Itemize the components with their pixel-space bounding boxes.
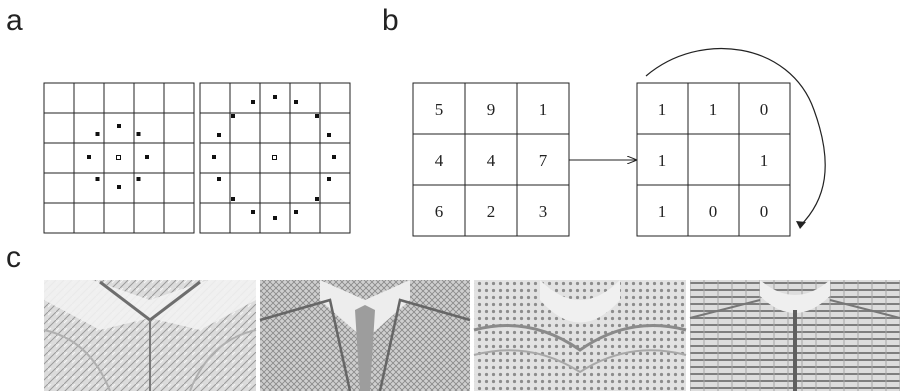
panel-b-binary-values: 1 1 0 1 1 1 0 0 <box>658 100 769 221</box>
neighbor-point <box>231 114 235 118</box>
panel-b-input-values: 5 9 1 4 4 7 6 2 3 <box>435 100 548 221</box>
panel-b-binary-grid <box>636 82 791 237</box>
binary-cell: 0 <box>709 202 718 221</box>
binary-cell: 1 <box>658 100 667 119</box>
panel-a-grid-radius-2 <box>199 82 351 234</box>
panel-a-grid-radius-1 <box>43 82 195 234</box>
neighbor-point <box>273 95 277 99</box>
neighbor-point <box>332 155 336 159</box>
neighbor-point <box>294 210 298 214</box>
neighbor-point <box>117 185 121 189</box>
neighbor-point <box>145 155 149 159</box>
neighbor-point <box>117 124 121 128</box>
texture-image-2 <box>259 280 471 391</box>
neighbor-point <box>217 177 221 181</box>
texture-image-1 <box>43 280 257 391</box>
panel-a-neighbor-points-radius-2 <box>212 95 336 220</box>
neighbor-point <box>315 197 319 201</box>
input-cell: 5 <box>435 100 444 119</box>
neighbor-point <box>273 216 277 220</box>
input-cell: 7 <box>539 151 548 170</box>
binary-cell: 1 <box>760 151 769 170</box>
neighbor-point <box>87 155 91 159</box>
input-cell: 4 <box>435 151 444 170</box>
neighbor-point <box>217 133 221 137</box>
center-pixel <box>116 155 121 160</box>
panel-a-neighbor-points-radius-1 <box>87 124 149 189</box>
neighbor-point <box>136 177 141 181</box>
neighbor-point <box>327 133 331 137</box>
neighbor-point <box>294 100 298 104</box>
texture-image-3 <box>473 280 687 391</box>
neighbor-point <box>95 177 100 181</box>
binary-cell: 0 <box>760 100 769 119</box>
panel-label-b: b <box>382 4 399 37</box>
texture-image-4 <box>689 280 900 391</box>
input-cell: 9 <box>487 100 496 119</box>
binary-cell: 0 <box>760 202 769 221</box>
input-cell: 4 <box>487 151 496 170</box>
neighbor-point <box>231 197 235 201</box>
reading-order-arrowhead <box>796 221 806 229</box>
neighbor-point <box>95 132 100 136</box>
neighbor-point <box>327 177 331 181</box>
neighbor-point <box>315 114 319 118</box>
binary-cell: 1 <box>658 202 667 221</box>
neighbor-point <box>136 132 141 136</box>
input-cell: 1 <box>539 100 548 119</box>
center-pixel <box>272 155 277 160</box>
binary-cell: 1 <box>658 151 667 170</box>
binary-cell: 1 <box>709 100 718 119</box>
input-cell: 6 <box>435 202 444 221</box>
reading-order-arrow <box>645 48 826 227</box>
neighbor-point <box>212 155 216 159</box>
input-cell: 2 <box>487 202 496 221</box>
panel-label-a: a <box>6 4 23 37</box>
neighbor-point <box>251 100 255 104</box>
neighbor-point <box>251 210 255 214</box>
panel-label-c: c <box>6 241 21 274</box>
input-cell: 3 <box>539 202 548 221</box>
panel-c-texture-images <box>43 280 900 391</box>
